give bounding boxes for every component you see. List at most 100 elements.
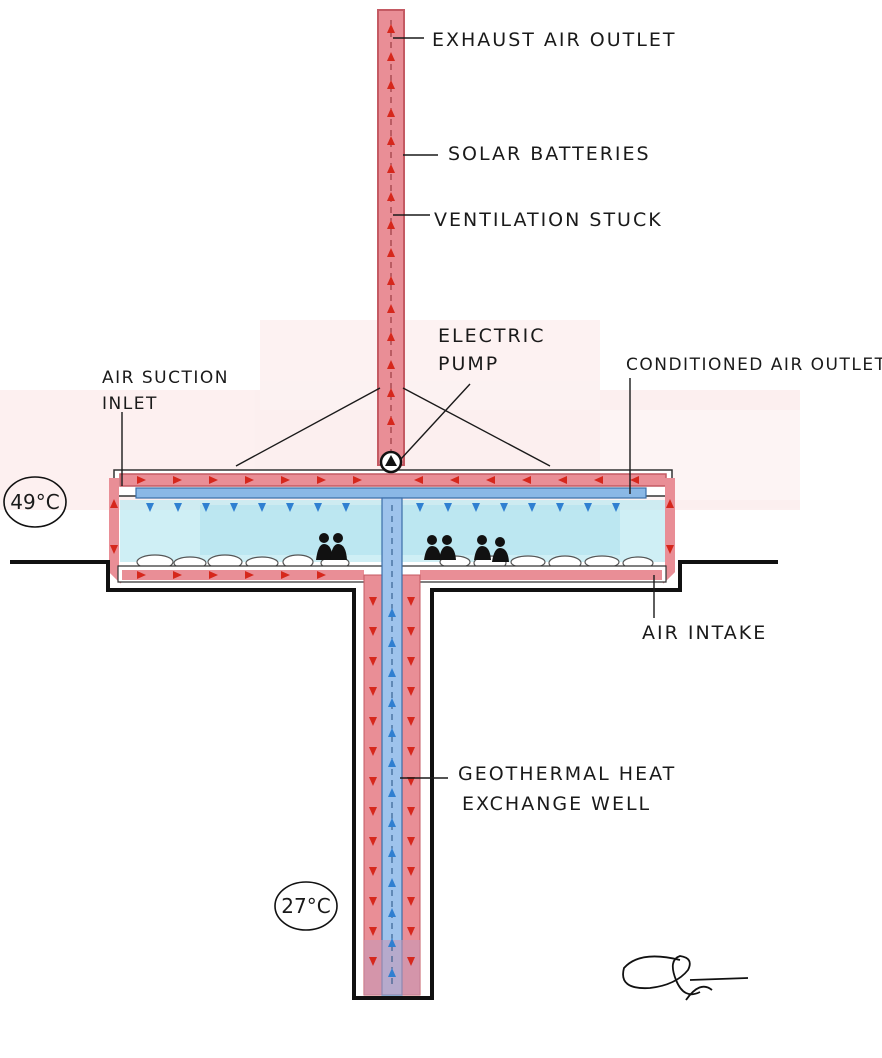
flow-arrow-side (110, 499, 118, 508)
people-silhouettes (316, 533, 509, 562)
flow-arrow-upper-duct (353, 476, 362, 484)
flow-arrow-well-down (407, 777, 415, 786)
flow-arrow-well-down (407, 867, 415, 876)
flow-arrow-well-up (388, 938, 396, 947)
flow-arrow-well-down (369, 927, 377, 936)
signature-mark (622, 955, 749, 1001)
flow-arrow-cool-outlet (314, 503, 322, 512)
flow-arrow-stack (387, 248, 395, 257)
flow-arrow-upper-duct (173, 476, 182, 484)
flow-arrow-stack (387, 24, 395, 33)
label-air-suction-line1: AIR SUCTION (102, 368, 229, 388)
label-electric-pump-line1: ELECTRIC (438, 325, 546, 347)
flow-arrow-well-down (407, 897, 415, 906)
flow-arrow-upper-duct (281, 476, 290, 484)
flow-arrow-well-up (388, 908, 396, 917)
flow-arrow-cool-outlet (342, 503, 350, 512)
flow-arrow-side (110, 545, 118, 554)
flow-arrow-upper-duct (450, 476, 459, 484)
flow-arrow-upper-duct (630, 476, 639, 484)
label-electric-pump-line2: PUMP (438, 353, 499, 375)
flow-arrow-stack (387, 192, 395, 201)
flow-arrow-upper-duct (317, 476, 326, 484)
flow-arrow-well-down (407, 807, 415, 816)
flow-arrow-cool-outlet (584, 503, 592, 512)
flow-arrow-stack (387, 164, 395, 173)
flow-arrow-lower-duct (281, 571, 290, 579)
flow-arrow-stack (387, 388, 395, 397)
flow-arrow-upper-duct (137, 476, 146, 484)
flow-arrow-cool-outlet (528, 503, 536, 512)
flow-arrow-upper-duct (558, 476, 567, 484)
flow-arrow-well-down (407, 957, 415, 966)
temperature-underground-value: 27°C (281, 894, 330, 918)
flow-arrow-upper-duct (486, 476, 495, 484)
flow-arrows (110, 24, 674, 977)
flow-arrow-upper-duct (245, 476, 254, 484)
flow-arrow-well-down (407, 837, 415, 846)
label-air-suction-line2: INLET (102, 394, 158, 414)
flow-arrow-stack (387, 416, 395, 425)
flow-arrow-well-down (369, 897, 377, 906)
flow-arrow-stack (387, 52, 395, 61)
flow-arrow-well-up (388, 878, 396, 887)
flow-arrow-cool-outlet (500, 503, 508, 512)
flow-arrow-stack (387, 220, 395, 229)
flow-arrow-well-down (369, 747, 377, 756)
temperature-surface: 49°C (3, 476, 67, 528)
flow-arrow-well-down (369, 717, 377, 726)
flow-arrow-well-down (369, 627, 377, 636)
flow-arrow-well-up (388, 668, 396, 677)
flow-arrow-lower-duct (245, 571, 254, 579)
flow-arrow-stack (387, 276, 395, 285)
flow-arrow-lower-duct (173, 571, 182, 579)
flow-arrow-well-up (388, 638, 396, 647)
flow-arrow-well-up (388, 818, 396, 827)
flow-arrow-stack (387, 136, 395, 145)
flow-arrow-well-down (407, 717, 415, 726)
label-conditioned-air-outlet: CONDITIONED AIR OUTLET (626, 355, 882, 375)
flow-arrow-cool-outlet (258, 503, 266, 512)
flow-arrow-upper-duct (209, 476, 218, 484)
support-struts (235, 387, 551, 467)
upper-cool-duct (135, 487, 647, 499)
flow-arrow-well-down (407, 747, 415, 756)
flow-arrow-well-down (407, 627, 415, 636)
flow-arrow-upper-duct (594, 476, 603, 484)
flow-arrow-cool-outlet (286, 503, 294, 512)
flow-arrow-lower-duct (209, 571, 218, 579)
flow-arrow-cool-outlet (444, 503, 452, 512)
flow-arrow-well-down (369, 837, 377, 846)
label-air-intake: AIR INTAKE (642, 622, 767, 644)
flow-arrow-well-up (388, 698, 396, 707)
flow-arrow-cool-outlet (202, 503, 210, 512)
flow-arrow-cool-outlet (556, 503, 564, 512)
flow-arrow-cool-outlet (146, 503, 154, 512)
flow-arrow-well-up (388, 968, 396, 977)
temperature-surface-value: 49°C (10, 490, 59, 514)
flow-arrow-side (666, 545, 674, 554)
flow-arrow-stack (387, 108, 395, 117)
ground-and-walls (10, 560, 778, 1000)
flow-arrow-well-down (407, 687, 415, 696)
flow-arrow-well-down (407, 657, 415, 666)
flow-arrow-stack (387, 360, 395, 369)
label-geothermal-line1: GEOTHERMAL HEAT (458, 763, 676, 785)
flow-arrow-cool-outlet (174, 503, 182, 512)
label-solar-batteries: SOLAR BATTERIES (448, 143, 651, 165)
flow-arrow-well-down (407, 927, 415, 936)
flow-arrow-well-up (388, 758, 396, 767)
temperature-underground: 27°C (274, 881, 338, 931)
flow-arrow-cool-outlet (612, 503, 620, 512)
flow-arrow-well-down (369, 687, 377, 696)
flow-arrow-well-up (388, 848, 396, 857)
flow-arrow-well-down (369, 597, 377, 606)
flow-arrow-upper-duct (414, 476, 423, 484)
flow-arrow-stack (387, 332, 395, 341)
label-ventilation-stack: VENTILATION STUCK (434, 209, 663, 231)
pump-icon (379, 450, 403, 474)
leader-lines (121, 37, 655, 779)
flow-arrow-side (666, 499, 674, 508)
labels: EXHAUST AIR OUTLET SOLAR BATTERIES VENTI… (102, 29, 882, 815)
